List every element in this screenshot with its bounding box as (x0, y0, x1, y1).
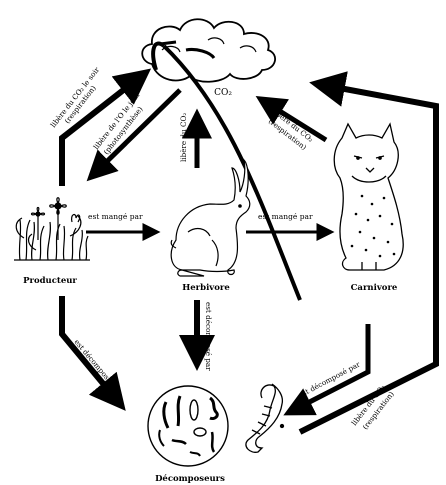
label-prod-to-decomp: est décomposé par (72, 338, 123, 397)
label-prod-to-herb: est mangé par (88, 212, 143, 221)
label-decomposeurs: Décomposeurs (155, 473, 225, 484)
label-herbivore: Herbivore (182, 283, 230, 293)
label-herb-co2: libère du CO₂ (179, 113, 188, 162)
label-herb-to-decomp: est décomposé par (204, 302, 213, 371)
cloud-icon (142, 19, 275, 82)
earthworm-icon (246, 384, 284, 452)
label-carnivore: Carnivore (351, 283, 398, 293)
lynx-icon (334, 124, 403, 270)
rabbit-icon (171, 160, 250, 276)
label-producteur: Producteur (23, 276, 77, 286)
co2-label: CO₂ (214, 88, 232, 98)
label-prod-resp-1: libère du CO₂ le soir (48, 65, 101, 129)
plants-icon (14, 198, 90, 260)
label-herb-to-carn: est mangé par (258, 212, 313, 221)
microbes-icon (148, 386, 228, 466)
